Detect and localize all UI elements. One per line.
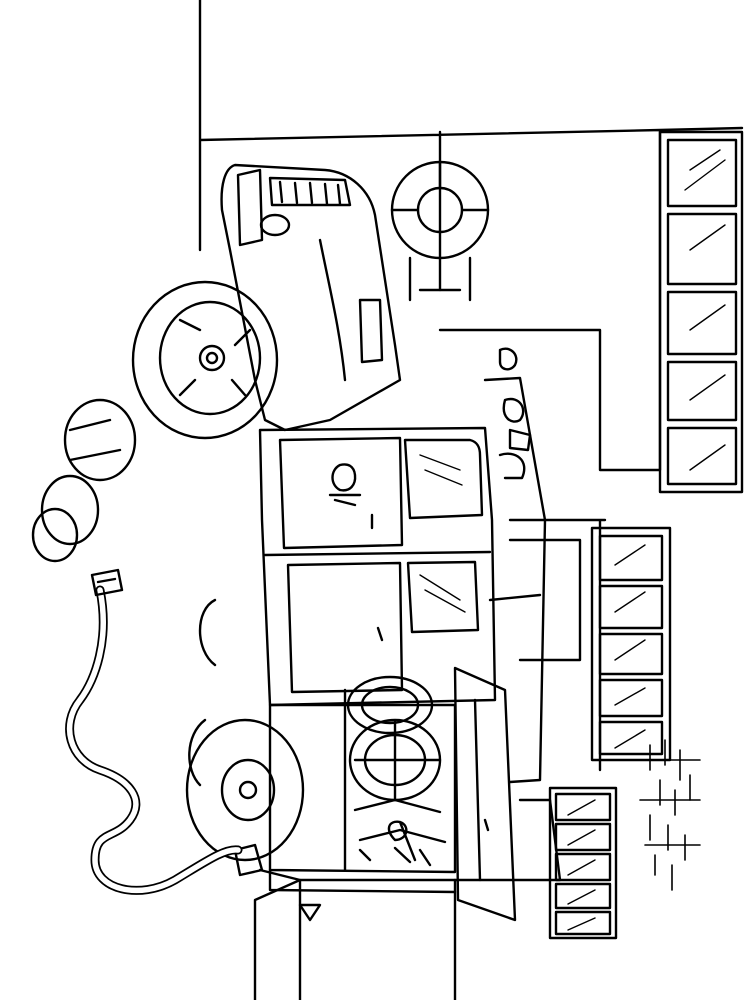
front-wheel <box>133 282 277 438</box>
middle-wheel-hint <box>189 600 215 785</box>
fire-station-building <box>200 0 742 1000</box>
tool-shovel <box>389 822 415 860</box>
rear-bumper <box>235 845 455 920</box>
equipment-bay <box>270 677 455 872</box>
building-outline <box>200 0 742 470</box>
roof-ladder <box>485 349 545 782</box>
brick-texture <box>640 740 700 890</box>
hose-nozzle <box>92 570 122 595</box>
water-puddle <box>33 400 135 561</box>
compartment-door <box>455 668 515 920</box>
window-strip-middle <box>592 528 670 760</box>
cab-emblem <box>330 464 360 505</box>
fire-truck <box>133 165 545 920</box>
window-strip-lower <box>550 788 616 938</box>
window-strip-upper <box>660 132 742 492</box>
station-emblem <box>392 162 488 300</box>
truck-cab <box>260 428 495 705</box>
truck-hood <box>222 165 400 430</box>
fire-hose <box>70 570 238 890</box>
garage-edge <box>260 870 455 1000</box>
rear-wheel <box>187 720 303 860</box>
